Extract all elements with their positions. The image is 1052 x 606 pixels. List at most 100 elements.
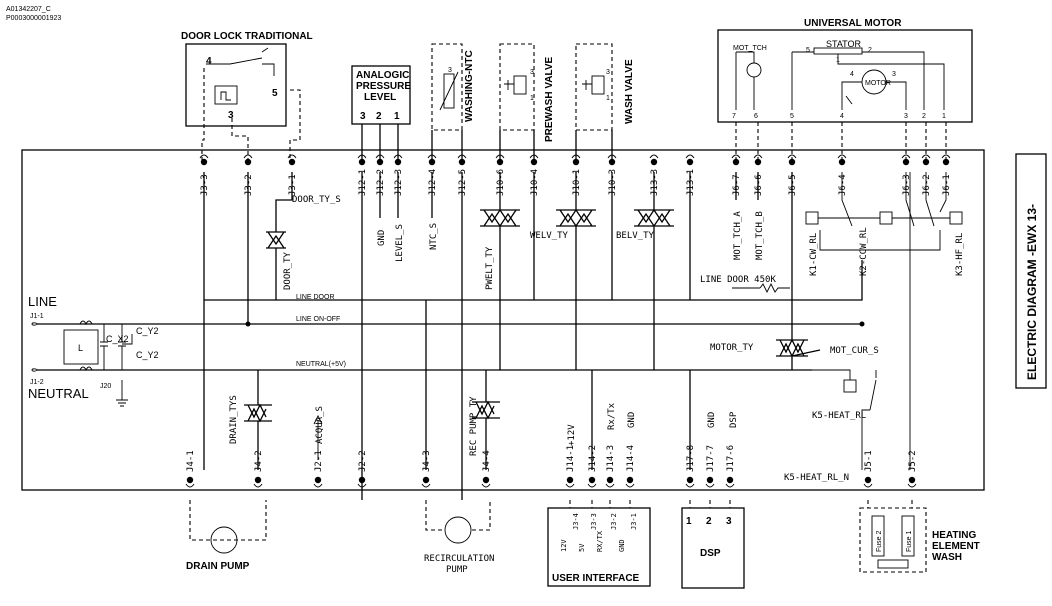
svg-text:J10-4: J10-4 <box>530 169 540 196</box>
svg-text:1: 1 <box>942 113 946 120</box>
motor-top-pins: 7 6 5 4 3 2 1 <box>732 113 946 120</box>
line-door-bus <box>203 172 863 301</box>
wash-frame <box>575 43 613 131</box>
bottom-connector-6: J14-1 <box>565 445 576 488</box>
ntc-pin: 3 <box>448 67 452 74</box>
recirc-pump-icon <box>444 516 472 544</box>
dsp-pin-3: 3 <box>726 516 732 527</box>
pressure-internal-wires <box>361 172 399 500</box>
wash-valve-icon <box>582 80 592 90</box>
svg-text:J3-3: J3-3 <box>590 513 598 530</box>
inductor-box <box>63 329 99 365</box>
rxtx-label: Rx/Tx <box>607 402 617 430</box>
top-connector-7: J12-5 <box>457 154 468 196</box>
line-door-resistor-label: LINE DOOR 450K <box>700 275 776 285</box>
bottom-connector-7: J14-2 <box>587 445 598 488</box>
stator-wires <box>791 51 945 110</box>
wash-wires <box>575 130 613 160</box>
svg-text:J4-2: J4-2 <box>254 450 264 472</box>
pressure-label-2: PRESSURE <box>356 81 411 92</box>
svg-text:J3-1: J3-1 <box>288 174 298 196</box>
title-frame <box>1015 153 1047 389</box>
diagram-title: ELECTRIC DIAGRAM -EWX 13- <box>1025 204 1039 380</box>
svg-text:J2-1: J2-1 <box>314 450 324 472</box>
svg-text:J14-3: J14-3 <box>606 445 616 472</box>
valve-triac-icons <box>480 208 674 228</box>
svg-text:J6-1: J6-1 <box>942 174 952 196</box>
motor-label: MOTOR <box>865 80 891 87</box>
acqua-arrow <box>313 414 323 460</box>
door-pin-3: 3 <box>228 110 234 121</box>
mot-cur-s-label: MOT_CUR_S <box>830 346 879 356</box>
heat-relay-wires <box>812 172 911 470</box>
j11-label: J1-1 <box>30 313 44 320</box>
svg-text:J3-2: J3-2 <box>244 174 254 196</box>
inductor-label: L <box>78 343 83 353</box>
door-ty-label: DOOR_TY <box>283 251 293 290</box>
motor-ty-label: MOTOR_TY <box>710 343 754 353</box>
bottom-connector-2: J2-1 <box>313 450 324 488</box>
drain-pump-label: DRAIN PUMP <box>186 561 250 572</box>
ntc-internal-wires <box>431 172 463 500</box>
tacho-icon <box>746 62 762 78</box>
door-lock-wire-a <box>289 89 301 160</box>
recirc-pump-wires <box>425 500 491 531</box>
welv-ty-label: WELV_TY <box>530 231 569 241</box>
belv-ty-label: BELV_TY <box>616 231 655 241</box>
door-lock-pulse-icon <box>220 91 231 101</box>
fuse1-icon <box>901 515 915 557</box>
prewash-frame <box>499 43 535 131</box>
svg-text:J10-1: J10-1 <box>572 169 582 196</box>
svg-text:3: 3 <box>904 113 908 120</box>
tacho-wires <box>735 51 755 110</box>
svg-text:GND: GND <box>618 539 626 552</box>
svg-text:J6-3: J6-3 <box>902 174 912 196</box>
bottom-connector-8: J14-3 <box>605 445 616 488</box>
svg-text:J2-2: J2-2 <box>358 450 368 472</box>
pressure-label-1: ANALOGIC <box>356 70 409 81</box>
doc-code: A01342207_C <box>6 6 51 13</box>
gnd3-label: GND <box>707 412 717 428</box>
k5-heat-label: K5-HEAT_RL <box>812 411 866 421</box>
svg-text:5V: 5V <box>578 543 586 552</box>
svg-text:RX/TX: RX/TX <box>596 530 604 552</box>
dsp-pin-1: 1 <box>686 516 692 527</box>
fuse2-icon <box>871 515 885 557</box>
top-connector-18: J6-3 <box>901 154 912 196</box>
motor-pin-3: 3 <box>892 71 896 78</box>
motor-pin-4: 4 <box>850 71 854 78</box>
cy2b-label: C_Y2 <box>136 350 159 360</box>
door-ty-wire <box>275 172 293 300</box>
svg-text:J4-4: J4-4 <box>482 450 492 472</box>
top-connector-11: J10-3 <box>607 154 618 196</box>
svg-text:2: 2 <box>922 113 926 120</box>
door-lock-wire-b <box>231 118 249 160</box>
svg-text:J10-3: J10-3 <box>608 169 618 196</box>
svg-text:J12-5: J12-5 <box>458 169 468 196</box>
line-door-label: LINE DOOR <box>296 294 335 301</box>
svg-text:J17-7: J17-7 <box>706 445 716 472</box>
bottom-connector-13: J5-1 <box>863 450 874 488</box>
dsp-label: DSP <box>700 548 721 559</box>
svg-text:J12-1: J12-1 <box>358 169 368 196</box>
heating-label-1: HEATING <box>932 530 976 541</box>
stator-label: STATOR <box>826 39 862 49</box>
bottom-connector-0: J4-1 <box>185 450 196 488</box>
ntc-wires <box>431 130 463 160</box>
prewash-coil <box>513 75 527 95</box>
drain-pump-wires <box>189 500 267 541</box>
ntc-resistor <box>443 73 455 109</box>
ui-dash-wires <box>569 500 631 508</box>
prewash-pin-1: 1 <box>530 95 534 102</box>
door-triac-icon <box>266 231 286 249</box>
drain-triac-icon <box>244 403 272 423</box>
heater-dash-wires <box>867 500 913 508</box>
svg-text:J12-2: J12-2 <box>376 169 386 196</box>
drain-tys-label: DRAIN_TYS <box>229 395 239 444</box>
door-ty-s-label: DOOR_TY_S <box>292 195 341 205</box>
svg-text:J3-1: J3-1 <box>630 513 638 530</box>
bottom-connector-5: J4-4 <box>481 450 492 488</box>
dsp-dash-wires <box>689 500 731 508</box>
top-connector-5: J12-3 <box>393 154 404 196</box>
power-plug-icons <box>31 322 39 372</box>
